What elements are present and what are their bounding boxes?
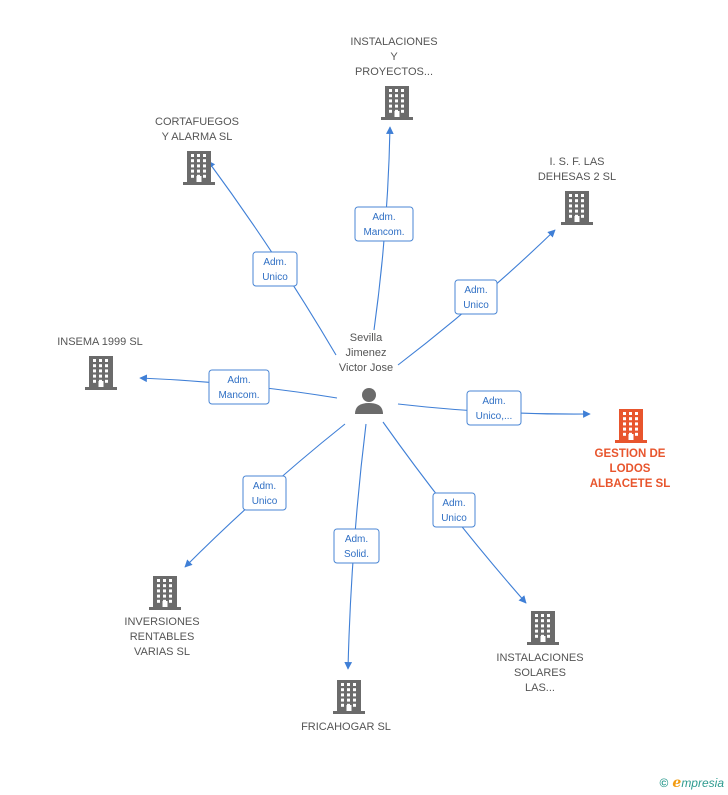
company-label-line-1: CORTAFUEGOS: [155, 116, 239, 128]
company-label-line-1: FRICAHOGAR SL: [301, 721, 391, 733]
relation-text-line-1: Adm.: [372, 212, 395, 223]
relation-text-line-2: Mancom.: [363, 227, 404, 238]
building-icon: [85, 356, 117, 390]
relation-box: [466, 390, 522, 426]
company-label-line-2: Y ALARMA SL: [162, 131, 233, 143]
relation-text-line-2: Unico: [463, 300, 489, 311]
company-label-line-1: INSEMA 1999 SL: [57, 336, 143, 348]
relation-label-fricahogar[interactable]: Adm. Solid.: [333, 528, 380, 564]
relation-text-line-1: Adm.: [227, 375, 250, 386]
relation-text-line-2: Mancom.: [218, 390, 259, 401]
relation-text-line-1: Adm.: [263, 257, 286, 268]
company-label-line-2: DEHESAS 2 SL: [538, 171, 616, 183]
company-label-line-2: SOLARES: [514, 667, 566, 679]
relation-text-line-2: Unico: [262, 272, 288, 283]
company-label-line-1: I. S. F. LAS: [549, 156, 604, 168]
building-icon: [527, 611, 559, 645]
company-node-instalaciones-proyectos[interactable]: INSTALACIONES Y PROYECTOS...: [350, 36, 438, 120]
company-label-line-1: INVERSIONES: [124, 616, 199, 628]
company-node-insema[interactable]: INSEMA 1999 SL: [57, 336, 143, 390]
relation-text-line-2: Unico: [252, 496, 278, 507]
relation-box: [252, 251, 298, 287]
company-node-gestion-lodos[interactable]: GESTION DE LODOS ALBACETE SL: [590, 409, 671, 490]
relation-text-line-1: Adm.: [442, 498, 465, 509]
copyright-symbol: ©: [659, 776, 669, 790]
company-node-fricahogar[interactable]: FRICAHOGAR SL: [301, 680, 391, 733]
company-label-line-3: ALBACETE SL: [590, 478, 671, 490]
relation-label-isf-dehesas[interactable]: Adm. Unico: [454, 279, 498, 315]
company-label-line-2: RENTABLES: [130, 631, 195, 643]
company-label-line-1: INSTALACIONES: [350, 36, 437, 48]
relation-box: [208, 369, 270, 405]
center-name-line-2: Jimenez: [346, 347, 387, 359]
relation-text-line-1: Adm.: [482, 396, 505, 407]
relation-box: [432, 492, 476, 528]
company-label-line-1: INSTALACIONES: [496, 652, 583, 664]
building-icon: [615, 409, 647, 443]
company-node-inversiones[interactable]: INVERSIONES RENTABLES VARIAS SL: [124, 576, 200, 658]
relation-text-line-1: Adm.: [253, 481, 276, 492]
relation-label-cortafuegos[interactable]: Adm. Unico: [252, 251, 298, 287]
relation-label-instalaciones-solares[interactable]: Adm. Unico: [432, 492, 476, 528]
relation-text-line-1: Adm.: [464, 285, 487, 296]
relation-label-instalaciones-proyectos[interactable]: Adm. Mancom.: [354, 206, 414, 242]
brand-logo-text: mpresia: [681, 776, 724, 790]
company-label-line-1: GESTION DE: [595, 448, 666, 460]
relation-box: [454, 279, 498, 315]
center-name-line-1: Sevilla: [350, 332, 383, 344]
relation-box: [354, 206, 414, 242]
building-icon: [381, 86, 413, 120]
company-label-line-3: VARIAS SL: [134, 646, 190, 658]
building-icon: [561, 191, 593, 225]
relation-label-inversiones[interactable]: Adm. Unico: [242, 475, 287, 511]
company-node-isf-dehesas[interactable]: I. S. F. LAS DEHESAS 2 SL: [538, 156, 616, 225]
footer-brand: ©empresia: [660, 775, 724, 791]
company-label-line-3: PROYECTOS...: [355, 66, 433, 78]
building-icon: [333, 680, 365, 714]
center-person-node[interactable]: Sevilla Jimenez Victor Jose: [339, 332, 393, 414]
center-name-line-3: Victor Jose: [339, 362, 393, 374]
brand-logo-e: e: [672, 775, 682, 791]
company-label-line-3: LAS...: [525, 682, 555, 694]
relation-label-gestion-lodos[interactable]: Adm. Unico,...: [466, 390, 522, 426]
relation-box: [333, 528, 380, 564]
person-icon: [355, 388, 383, 414]
relation-text-line-2: Unico,...: [476, 411, 513, 422]
relation-label-insema[interactable]: Adm. Mancom.: [208, 369, 270, 405]
relation-text-line-1: Adm.: [345, 534, 368, 545]
company-label-line-2: Y: [390, 51, 398, 63]
relation-text-line-2: Unico: [441, 513, 467, 524]
company-node-instalaciones-solares[interactable]: INSTALACIONES SOLARES LAS...: [496, 611, 584, 694]
relation-box: [242, 475, 287, 511]
building-icon: [149, 576, 181, 610]
company-node-cortafuegos[interactable]: CORTAFUEGOS Y ALARMA SL: [155, 116, 239, 185]
relation-text-line-2: Solid.: [344, 549, 369, 560]
company-label-line-2: LODOS: [610, 463, 651, 475]
building-icon: [183, 151, 215, 185]
